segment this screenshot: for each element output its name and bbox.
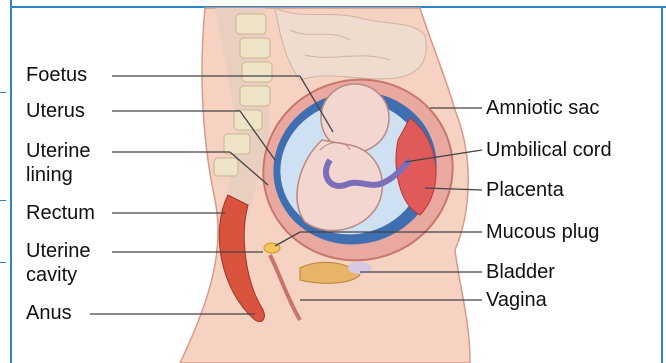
label-uterus: Uterus: [26, 100, 85, 122]
label-vagina: Vagina: [486, 289, 547, 311]
label-uterine-cavity-line2: cavity: [26, 264, 77, 286]
label-placenta: Placenta: [486, 179, 564, 201]
label-umbilical-cord: Umbilical cord: [486, 139, 612, 161]
label-bladder: Bladder: [486, 261, 555, 283]
label-rectum: Rectum: [26, 202, 95, 224]
label-anus: Anus: [26, 302, 72, 324]
label-uterine-lining-line1: Uterine: [26, 140, 90, 162]
label-mucous-plug: Mucous plug: [486, 221, 599, 243]
label-amniotic-sac: Amniotic sac: [486, 97, 599, 119]
label-uterine-lining-line2: lining: [26, 164, 73, 186]
label-uterine-cavity-line1: Uterine: [26, 240, 90, 262]
label-foetus: Foetus: [26, 64, 87, 86]
